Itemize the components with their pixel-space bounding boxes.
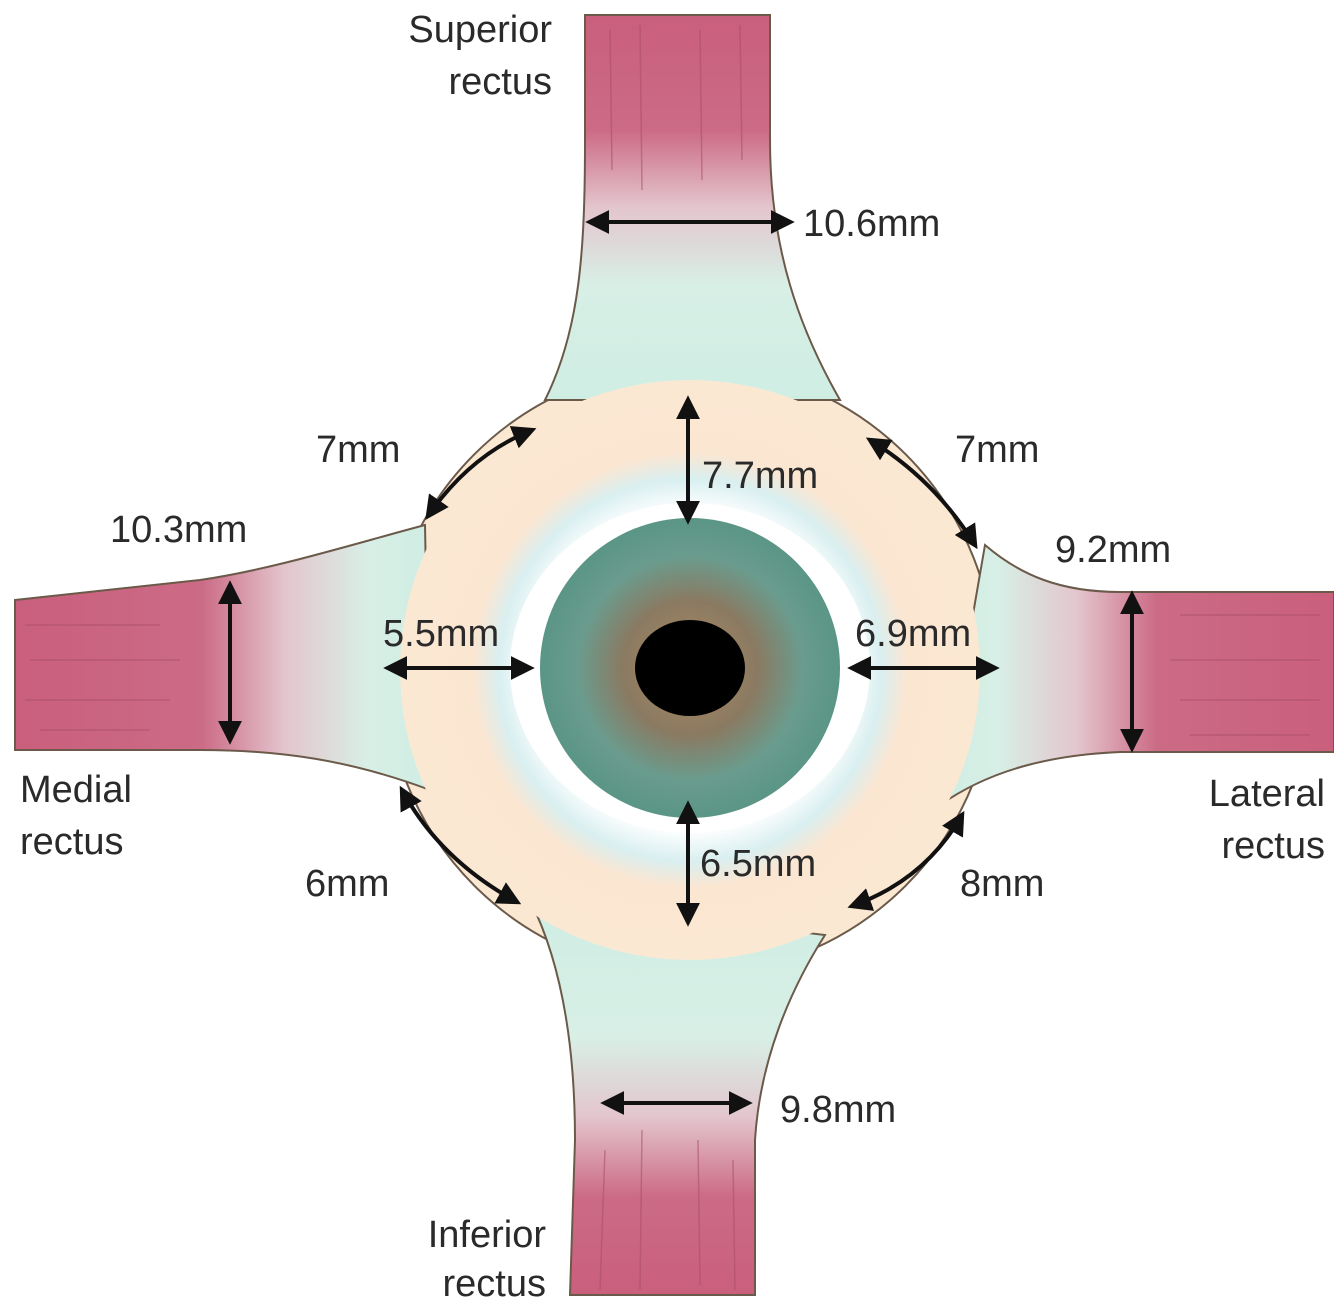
superior-rectus-label-line1: Superior [408,9,552,51]
medial-rectus-label-line2: rectus [20,821,123,863]
superior-rectus-label-line2: rectus [449,61,552,103]
lateral-limbus-label: 6.9mm [855,613,971,655]
sup-medial-gap-label: 7mm [316,429,400,471]
superior-rectus-muscle [545,15,840,400]
inferior-limbus-label: 6.5mm [700,843,816,885]
medial-limbus-label: 5.5mm [383,613,499,655]
sup-lateral-gap-label: 7mm [955,429,1039,471]
inf-lateral-gap-label: 8mm [960,863,1044,905]
inferior-rectus-label-line1: Inferior [428,1214,547,1256]
medial-rectus-label-line1: Medial [20,769,132,811]
superior-limbus-label: 7.7mm [702,455,818,497]
medial-rectus-muscle [15,525,430,790]
lateral-rectus-label-line2: rectus [1222,825,1325,867]
inferior-rectus-label-line2: rectus [443,1263,546,1299]
lateral-width-label: 9.2mm [1055,529,1171,571]
medial-width-label: 10.3mm [110,509,247,551]
inf-medial-gap-label: 6mm [305,863,389,905]
superior-width-label: 10.6mm [803,203,940,245]
lateral-rectus-label-line1: Lateral [1209,773,1325,815]
inferior-width-label: 9.8mm [780,1089,896,1131]
lateral-rectus-muscle [940,545,1334,805]
pupil [635,620,745,716]
